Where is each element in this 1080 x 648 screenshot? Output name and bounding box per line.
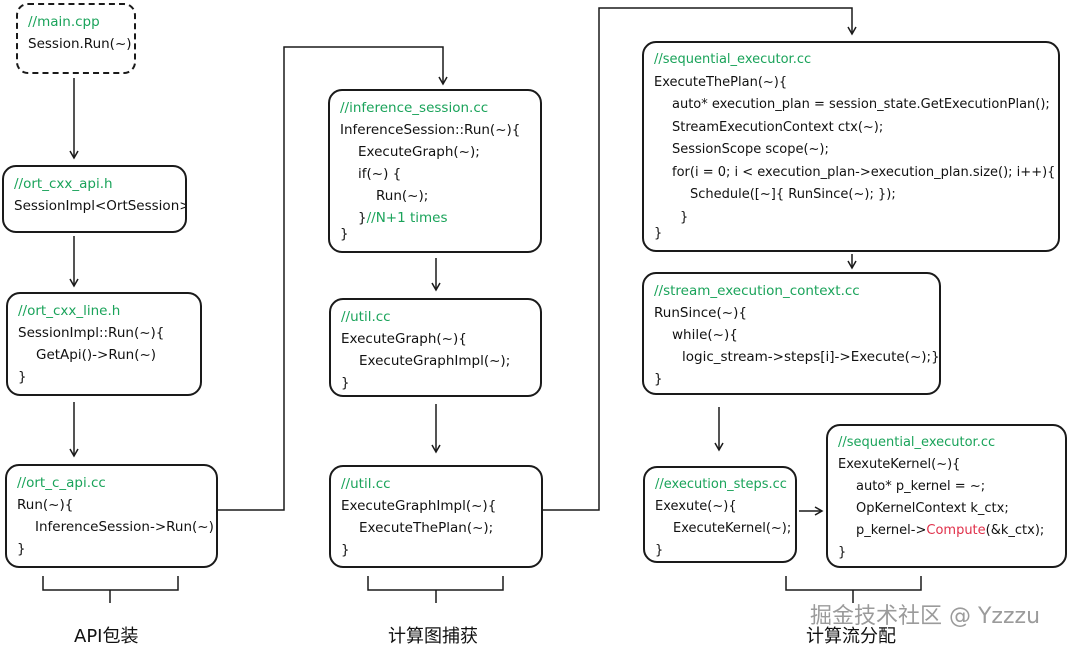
util-cc-comment: //util.cc: [341, 309, 391, 325]
inference-session-box: //inference_session.cc InferenceSession:…: [328, 89, 542, 253]
code-line-with-comment: }//N+1 times: [340, 207, 530, 229]
code-line: Run(~){: [17, 497, 74, 513]
execution-steps-box: //execution_steps.cc Exexute(~){ Execute…: [643, 466, 797, 563]
code-line: if(~) {: [358, 166, 402, 182]
code-line: }: [654, 226, 663, 241]
inference-session-comment: //inference_session.cc: [340, 100, 489, 116]
code-line: }: [340, 226, 349, 242]
watermark: 掘金技术社区 @ Yzzzu: [810, 604, 1041, 629]
code-line-compute: p_kernel->Compute(&k_ctx);: [838, 520, 1055, 542]
code-line: ExecuteGraph(~);: [358, 144, 480, 160]
code-line: RunSince(~){: [654, 305, 747, 321]
sequential-executor-kernel-box: //sequential_executor.cc ExexuteKernel(~…: [826, 424, 1067, 568]
code-line: ExecuteThePlan(~);: [359, 520, 494, 536]
ort-cxx-line-box: //ort_cxx_line.h SessionImpl::Run(~){ Ge…: [6, 292, 202, 396]
code-line: }: [655, 543, 664, 558]
group-label-graph: 计算图捕获: [388, 626, 478, 647]
repeat-comment: //N+1 times: [366, 210, 448, 226]
main-cpp-box: //main.cpp Session.Run(~): [16, 3, 136, 74]
stream-execution-context-box: //stream_execution_context.cc RunSince(~…: [642, 272, 941, 395]
code-line: ExecuteGraphImpl(~);: [359, 353, 511, 369]
code-line: ExecuteKernel(~);: [673, 521, 792, 536]
group-label-api: API包装: [74, 626, 139, 647]
code-line: }: [341, 542, 350, 558]
ort-cxx-line-comment: //ort_cxx_line.h: [18, 303, 121, 319]
code-line: }: [17, 541, 26, 557]
util-cc-comment: //util.cc: [341, 476, 391, 492]
code-line: Exexute(~){: [655, 499, 737, 514]
bracket-graph: [367, 576, 504, 603]
code-line: while(~){: [672, 327, 738, 343]
sequential-executor-comment: //sequential_executor.cc: [654, 52, 812, 67]
code-line: ExecuteThePlan(~){: [654, 74, 788, 90]
code-line: auto* p_kernel = ~;: [856, 479, 986, 494]
code-line: }: [18, 369, 27, 385]
code-line: }: [838, 545, 847, 560]
code-line: Schedule([~]{ RunSince(~); });: [690, 187, 896, 202]
sequential-executor-kernel-comment: //sequential_executor.cc: [838, 435, 996, 450]
kernel-call-prefix: p_kernel->: [856, 523, 927, 538]
code-line: InferenceSession::Run(~){: [340, 122, 521, 138]
compute-highlight: Compute: [926, 523, 986, 538]
code-line: OpKernelContext k_ctx;: [856, 501, 1009, 516]
code-line: ExecuteGraphImpl(~){: [341, 498, 497, 514]
code-line: for(i = 0; i < execution_plan->execution…: [672, 164, 1056, 180]
code-line: SessionImpl::Run(~){: [18, 325, 165, 341]
code-line: auto* execution_plan = session_state.Get…: [672, 97, 1050, 112]
code-line: GetApi()->Run(~): [36, 347, 157, 363]
code-line: ExexuteKernel(~){: [838, 457, 961, 472]
code-line: Run(~);: [376, 188, 429, 204]
ort-c-api-comment: //ort_c_api.cc: [17, 475, 106, 491]
code-line: SessionScope scope(~);: [672, 142, 829, 157]
code-line: }: [680, 209, 689, 225]
execution-steps-comment: //execution_steps.cc: [655, 477, 787, 492]
code-line: InferenceSession->Run(~): [35, 519, 214, 535]
sequential-executor-box: //sequential_executor.cc ExecuteThePlan(…: [642, 41, 1060, 252]
code-line: logic_stream->steps[i]->Execute(~);}: [682, 349, 940, 365]
main-cpp-line: Session.Run(~): [28, 36, 132, 52]
kernel-call-args: (&k_ctx);: [985, 523, 1045, 538]
bracket-api: [42, 576, 179, 603]
group-label-stream: 计算流分配: [806, 626, 896, 647]
code-line: StreamExecutionContext ctx(~);: [672, 119, 884, 135]
main-cpp-comment: //main.cpp: [28, 14, 100, 30]
code-line: }: [654, 371, 663, 387]
ort-c-api-box: //ort_c_api.cc Run(~){ InferenceSession-…: [5, 464, 218, 568]
stream-execution-context-comment: //stream_execution_context.cc: [654, 283, 860, 299]
ort-cxx-api-line: SessionImpl<OrtSession>: [14, 198, 187, 214]
util-cc-box-2: //util.cc ExecuteGraphImpl(~){ ExecuteTh…: [329, 465, 543, 568]
code-line: }: [341, 375, 350, 391]
ort-cxx-api-box: //ort_cxx_api.h SessionImpl<OrtSession>: [2, 165, 187, 233]
code-line: ExecuteGraph(~){: [341, 331, 467, 347]
close-brace: }: [358, 210, 367, 226]
ort-cxx-api-comment: //ort_cxx_api.h: [14, 176, 113, 192]
util-cc-box-1: //util.cc ExecuteGraph(~){ ExecuteGraphI…: [329, 298, 542, 397]
